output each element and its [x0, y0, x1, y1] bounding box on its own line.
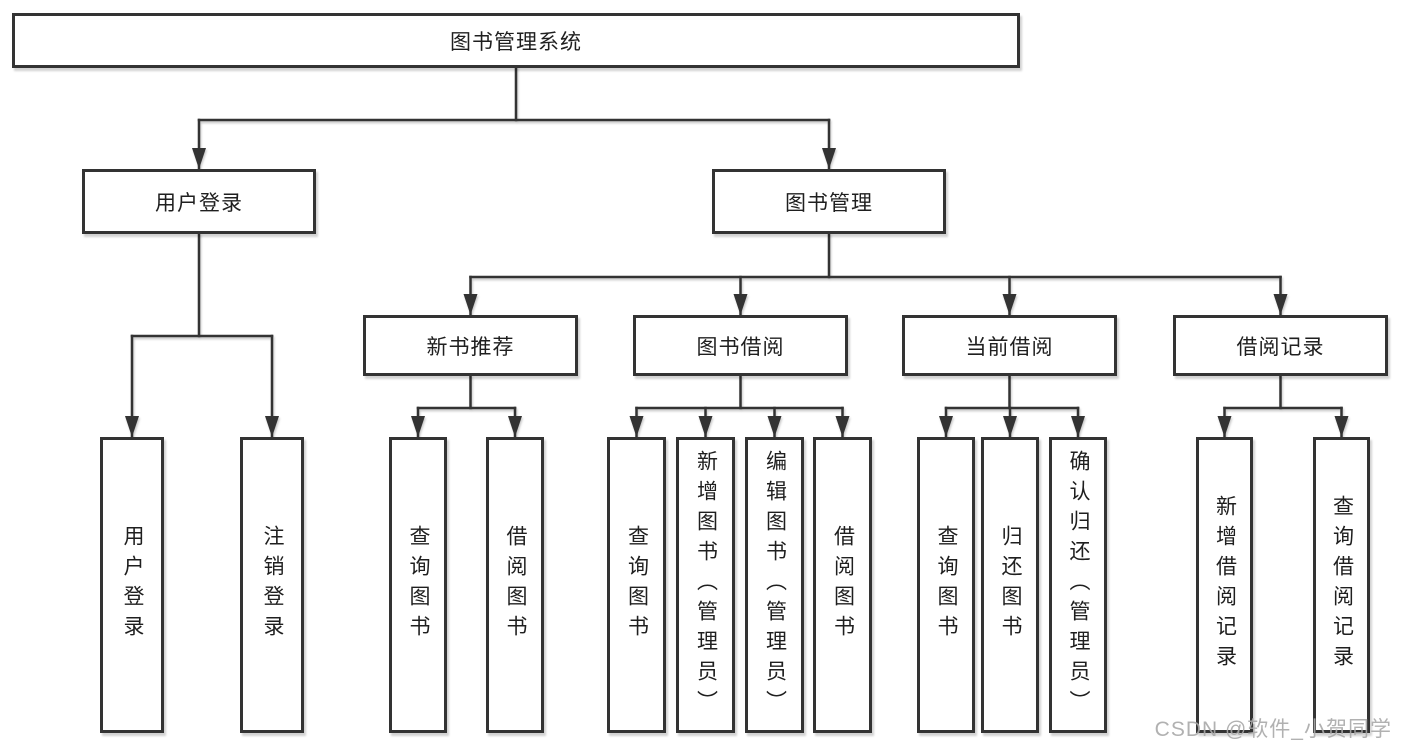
- leaf-return-book: 归还图书: [981, 437, 1039, 733]
- leaf-edit-book-admin: 编辑图书（管理员）: [745, 437, 804, 733]
- node-current-borrowing: 当前借阅: [902, 315, 1117, 376]
- leaf-add-borrow-record: 新增借阅记录: [1196, 437, 1253, 733]
- leaf-query-books-recommend: 查询图书: [389, 437, 447, 733]
- node-borrowing-records: 借阅记录: [1173, 315, 1388, 376]
- leaf-user-login: 用户登录: [100, 437, 164, 733]
- node-book-borrowing: 图书借阅: [633, 315, 848, 376]
- node-user-login: 用户登录: [82, 169, 316, 234]
- leaf-borrow-books-recommend: 借阅图书: [486, 437, 544, 733]
- node-library-management-system: 图书管理系统: [12, 13, 1020, 68]
- watermark: CSDN @软件_小贺同学: [1154, 718, 1392, 741]
- leaf-borrow-books-borrowing: 借阅图书: [813, 437, 872, 733]
- leaf-add-book-admin: 新增图书（管理员）: [676, 437, 735, 733]
- leaf-query-books-borrowing: 查询图书: [607, 437, 666, 733]
- leaf-confirm-return-admin: 确认归还（管理员）: [1049, 437, 1107, 733]
- leaf-logout: 注销登录: [240, 437, 304, 733]
- node-new-book-recommend: 新书推荐: [363, 315, 578, 376]
- node-book-management: 图书管理: [712, 169, 946, 234]
- leaf-query-borrow-record: 查询借阅记录: [1313, 437, 1370, 733]
- leaf-query-books-current: 查询图书: [917, 437, 975, 733]
